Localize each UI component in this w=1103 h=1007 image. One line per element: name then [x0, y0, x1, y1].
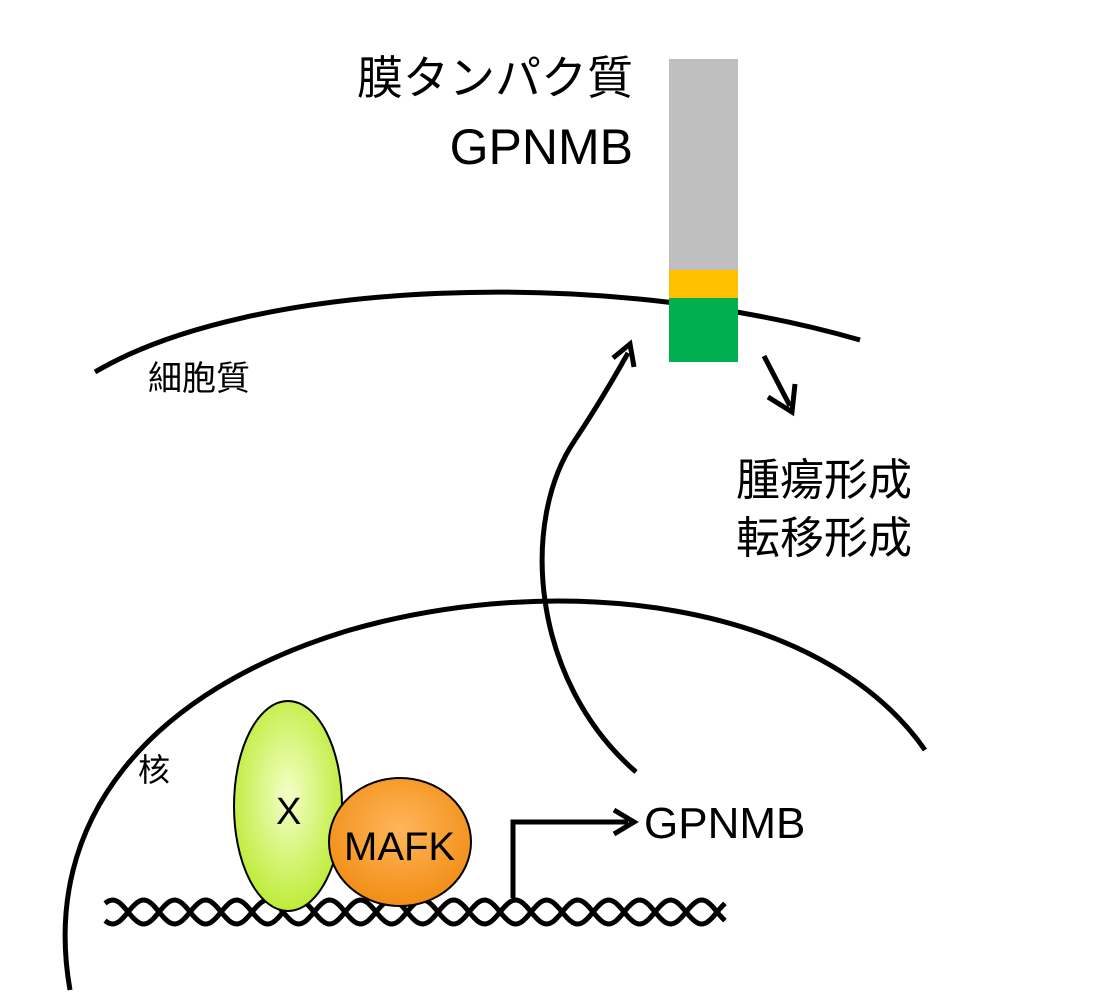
protein-intracellular-domain [669, 298, 738, 362]
protein-extracellular-domain [669, 59, 738, 270]
gene-label: GPNMB [644, 799, 806, 848]
cytoplasm-label: 細胞質 [148, 359, 250, 399]
outcomes-list: 腫瘍形成 転移形成 [736, 452, 912, 568]
outcome-tumor-formation: 腫瘍形成 [736, 455, 912, 506]
transport-arrow [539, 339, 638, 774]
mafk-label: MAFK [344, 825, 456, 869]
nuclear-envelope [62, 598, 928, 991]
cell-membrane [93, 289, 861, 375]
mafk-protein [328, 777, 472, 907]
membrane-protein-label: 膜タンパク質 [357, 51, 633, 105]
outcome-metastasis-formation: 転移形成 [736, 513, 912, 564]
membrane-protein-name: GPNMB [449, 119, 633, 175]
protein-transmembrane-domain [669, 270, 738, 298]
nucleus-label: 核 [138, 751, 171, 789]
factor-x-label: X [276, 791, 302, 833]
dna-strand-1 [103, 897, 727, 927]
membrane-protein-gpnmb [669, 59, 738, 362]
transcription-start-arrow [510, 807, 639, 898]
arrow-to-outcomes [761, 354, 798, 417]
